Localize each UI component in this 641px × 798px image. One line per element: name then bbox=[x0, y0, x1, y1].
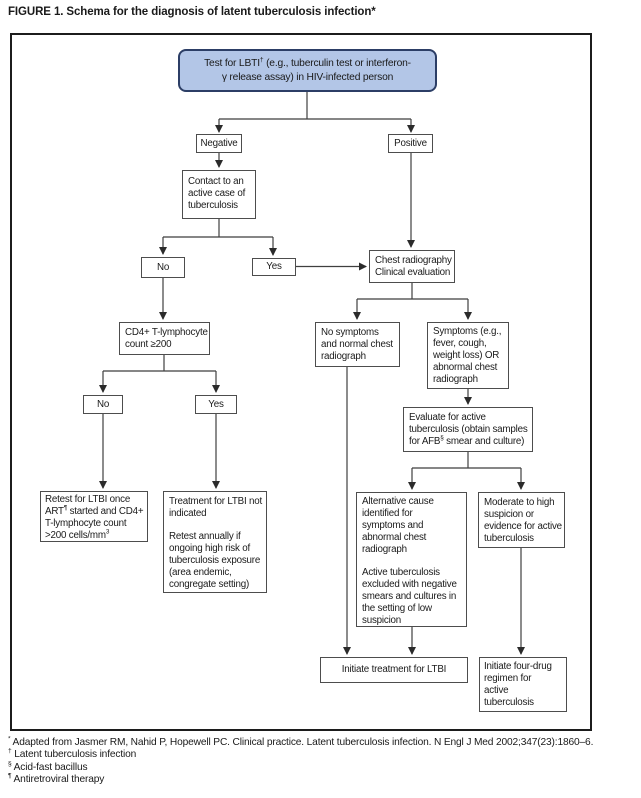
flow-node-yes-1: Yes bbox=[252, 258, 296, 276]
figure-title: FIGURE 1. Schema for the diagnosis of la… bbox=[8, 6, 376, 18]
flow-node-no-2: No bbox=[83, 395, 123, 414]
footnote-adapted-from: * Adapted from Jasmer RM, Nahid P, Hopew… bbox=[8, 735, 594, 748]
flow-node-yes-2: Yes bbox=[195, 395, 237, 414]
flow-node-initiate-ltbi-treatment: Initiate treatment for LTBI bbox=[320, 657, 468, 683]
footnotes: * Adapted from Jasmer RM, Nahid P, Hopew… bbox=[8, 735, 640, 786]
flow-node-evaluate-active-tb: Evaluate for active tuberculosis (obtain… bbox=[403, 407, 533, 452]
node-line: Test for LBTI† (e.g., tuberculin test or… bbox=[204, 56, 411, 69]
diagram-frame bbox=[10, 33, 592, 731]
flow-node-symptoms: Symptoms (e.g.,fever, cough,weight loss)… bbox=[427, 322, 509, 389]
footnote-art: ¶ Antiretroviral therapy bbox=[8, 772, 105, 785]
flow-node-retest-ltbi: Retest for LTBI once ART¶ started and CD… bbox=[40, 491, 148, 542]
flow-node-negative: Negative bbox=[196, 134, 242, 153]
flow-node-test-for-ltbi: Test for LBTI† (e.g., tuberculin test or… bbox=[178, 49, 437, 92]
flow-node-no-1: No bbox=[141, 257, 185, 278]
node-line: γ release assay) in HIV-infected person bbox=[221, 71, 394, 83]
footnote-ltbi: † Latent tuberculosis infection bbox=[8, 747, 137, 761]
footnote-afb: § Acid-fast bacillus bbox=[8, 760, 88, 773]
flow-node-positive: Positive bbox=[388, 134, 433, 153]
